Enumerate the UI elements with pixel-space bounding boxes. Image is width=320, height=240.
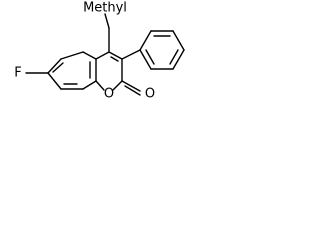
double-bond-inner — [110, 56, 119, 62]
bond — [139, 30, 152, 51]
methyl-label: Methyl — [83, 1, 127, 16]
bond — [60, 51, 84, 60]
molecule-drawing: F Methyl O O — [14, 1, 185, 102]
bond — [172, 30, 185, 51]
fluorine-label: F — [14, 66, 21, 81]
carbonyl-bond — [121, 80, 141, 92]
structure-diagram: F Methyl O O — [0, 0, 214, 122]
bond — [95, 80, 105, 91]
bond — [95, 51, 110, 60]
bond — [47, 72, 62, 90]
bond — [121, 49, 141, 60]
bond — [82, 80, 97, 90]
pyrone-ring — [95, 51, 123, 91]
bond — [108, 51, 123, 60]
bond — [112, 80, 123, 91]
benzo-ring — [47, 51, 97, 90]
phenyl-ring — [121, 30, 185, 70]
ring-oxygen-label: O — [104, 87, 114, 102]
double-bond-inner — [145, 49, 155, 65]
methyl-bond — [104, 13, 110, 29]
double-bond-inner — [52, 62, 64, 73]
bond — [139, 49, 152, 70]
carbonyl-oxygen-label: O — [145, 87, 155, 102]
double-bond-inner — [169, 49, 179, 65]
bond — [47, 58, 62, 74]
bond — [172, 49, 185, 70]
carbonyl-bond — [124, 85, 141, 96]
bond — [82, 51, 97, 60]
